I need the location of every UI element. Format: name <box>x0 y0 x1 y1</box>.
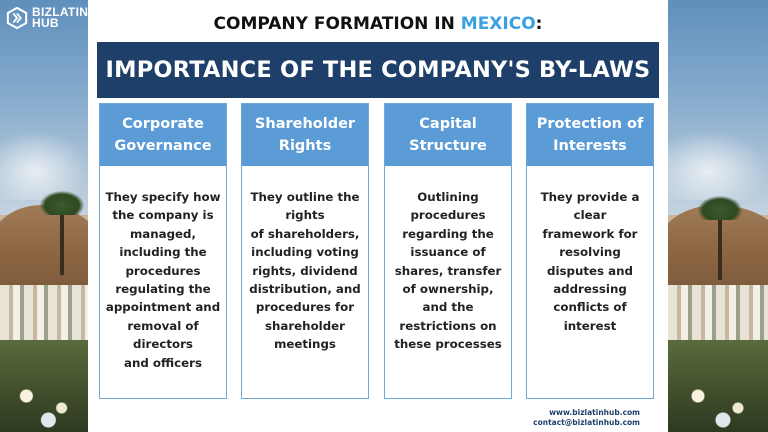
banner-title: IMPORTANCE OF THE COMPANY'S BY-LAWS <box>105 57 651 83</box>
right-background-photo <box>668 0 768 432</box>
email-link[interactable]: contact@bizlatinhub.com <box>533 418 640 427</box>
card-text: They specify how the company is managed,… <box>105 190 221 370</box>
left-background-photo <box>0 0 88 432</box>
content-panel: COMPANY FORMATION IN MEXICO: IMPORTANCE … <box>88 0 668 432</box>
website-link[interactable]: www.bizlatinhub.com <box>549 408 640 417</box>
page-title: COMPANY FORMATION IN MEXICO: <box>213 14 543 34</box>
brand-logo: BIZLATIN HUB <box>6 5 89 30</box>
title-highlight: MEXICO <box>460 14 536 34</box>
contact-info: www.bizlatinhub.com contact@bizlatinhub.… <box>533 408 640 428</box>
card-text: Outlining procedures regarding the issua… <box>394 190 502 352</box>
card-text: They outline the rights of shareholders,… <box>249 190 361 352</box>
brand-wordmark: BIZLATIN HUB <box>32 5 89 30</box>
card-text: They provide a clear framework for resol… <box>540 190 640 333</box>
hexagon-logo-icon <box>6 7 28 29</box>
banner: IMPORTANCE OF THE COMPANY'S BY-LAWS <box>97 42 659 98</box>
